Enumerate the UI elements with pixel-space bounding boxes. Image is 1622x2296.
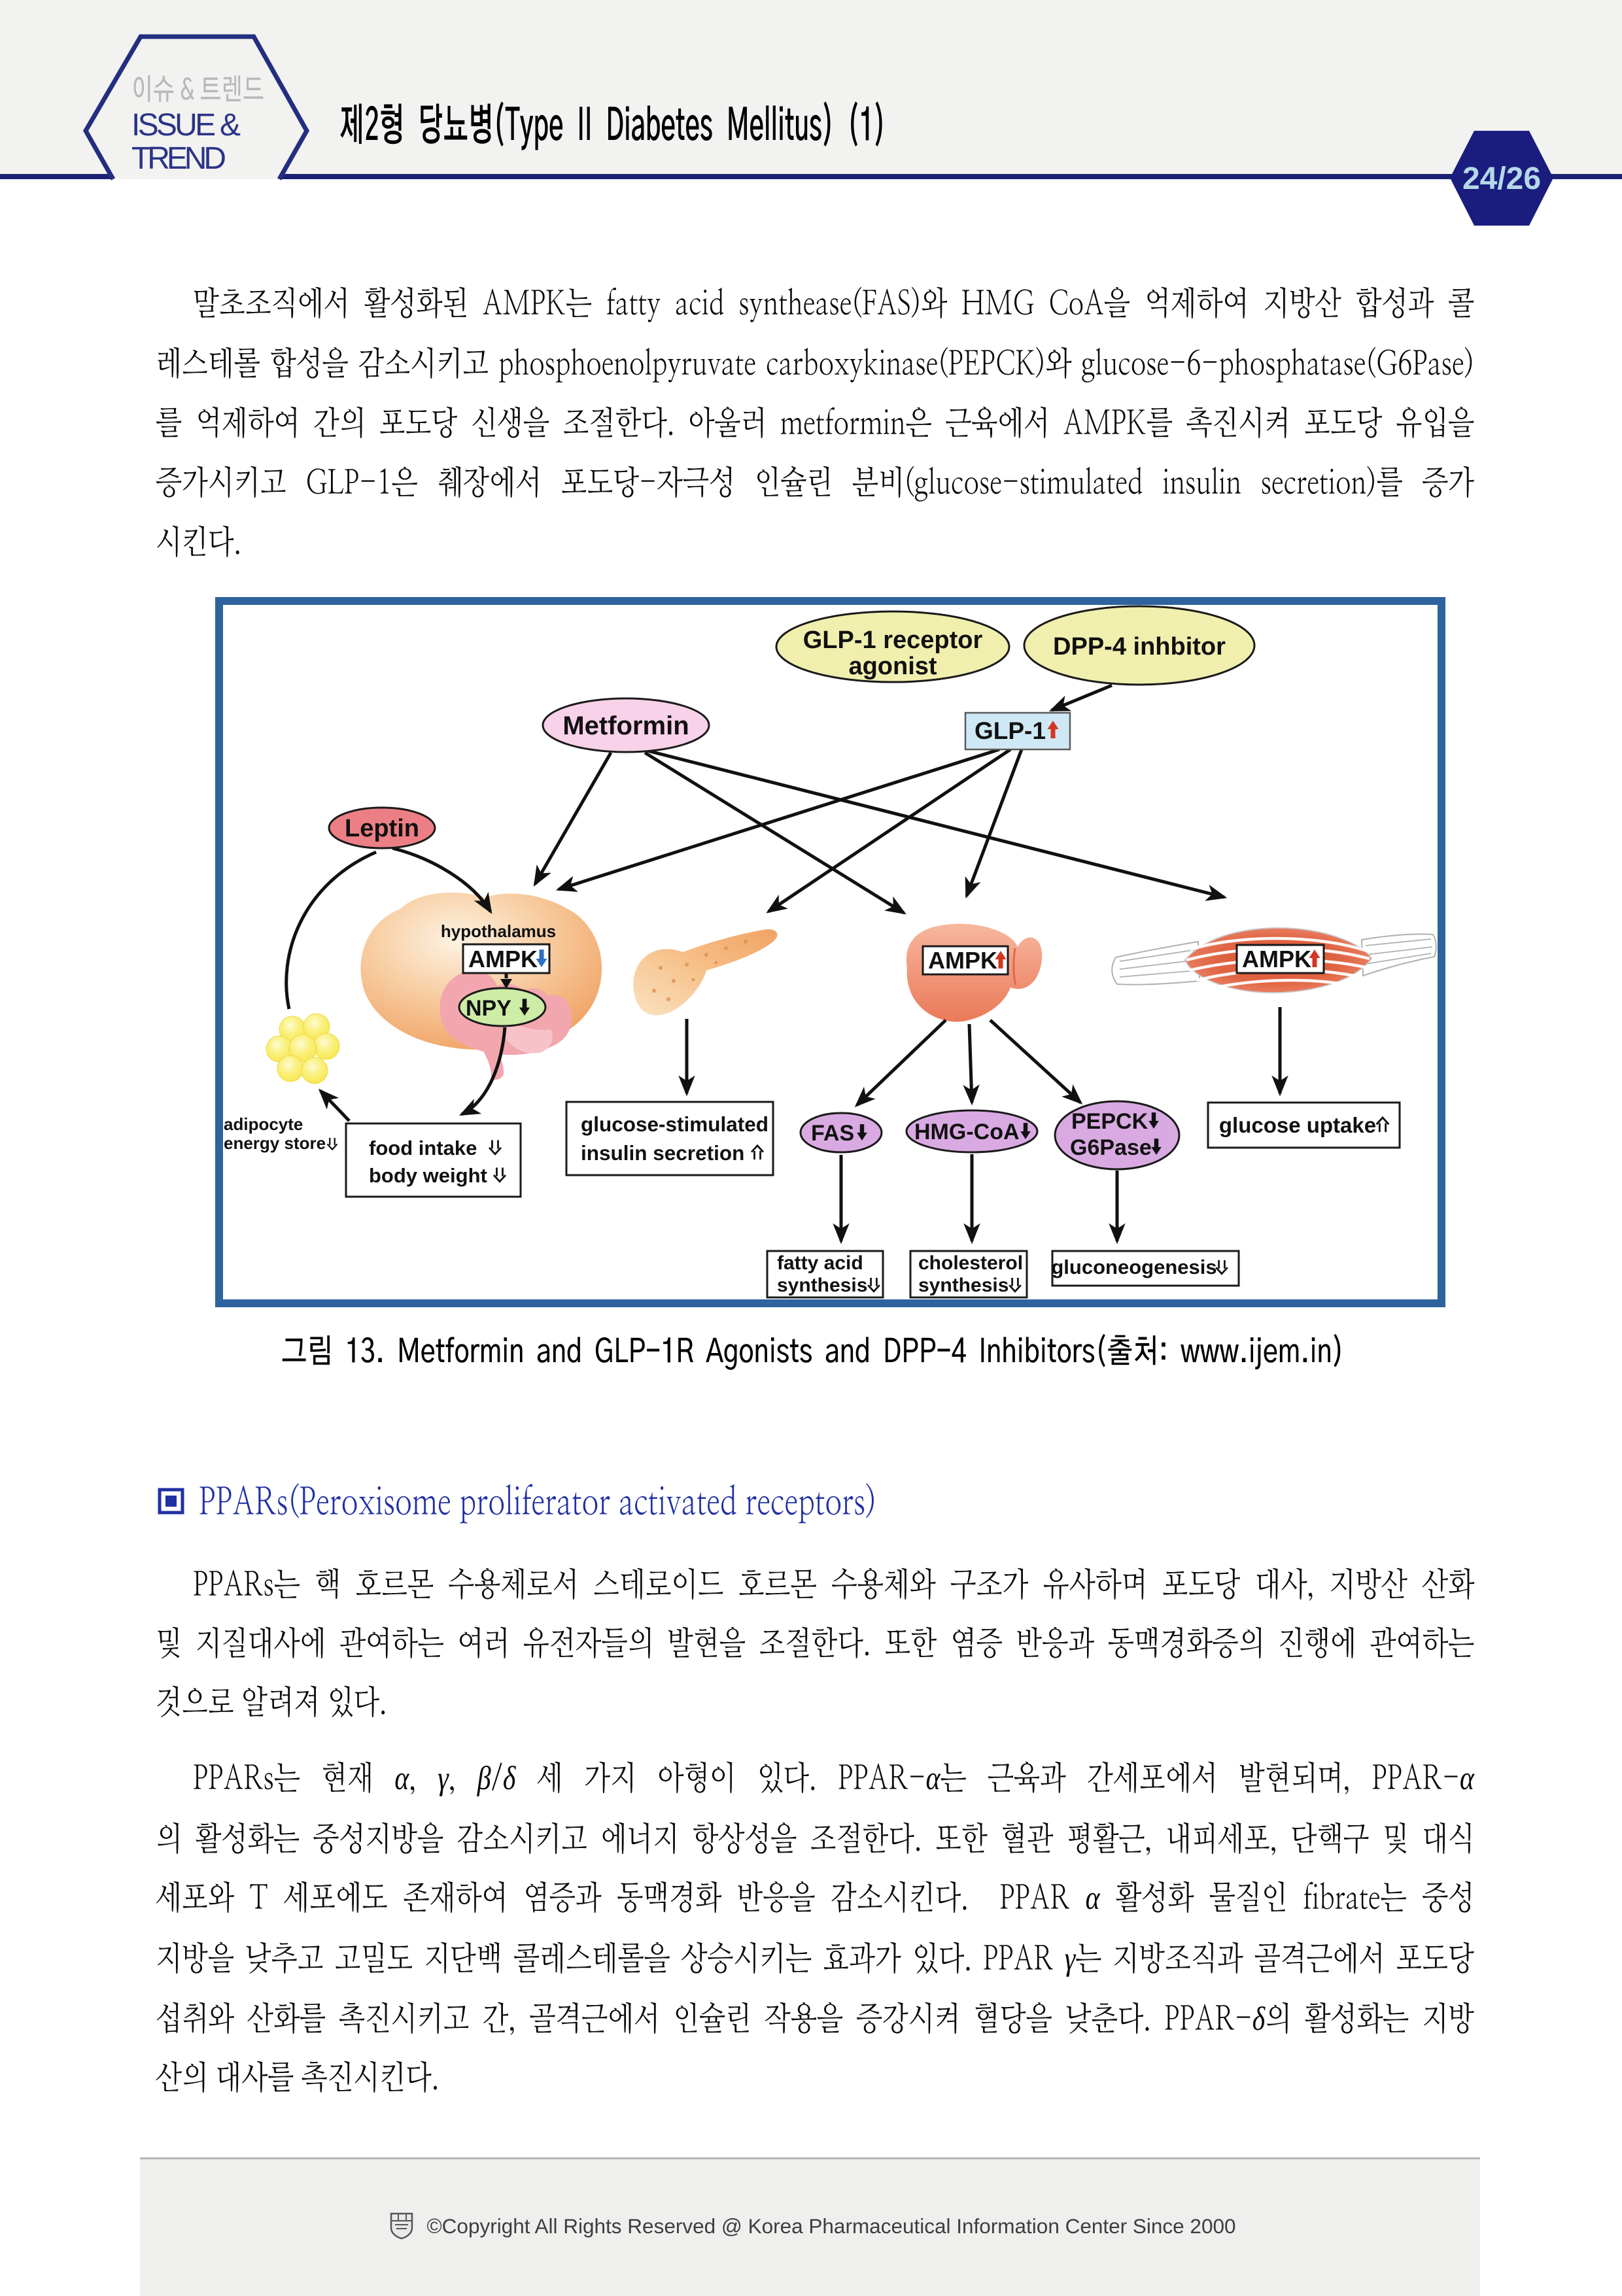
svg-text:glucose uptake: glucose uptake: [1219, 1113, 1376, 1137]
svg-text:cholesterol: cholesterol: [918, 1252, 1023, 1274]
svg-text:G6Pase: G6Pase: [1070, 1135, 1152, 1160]
svg-text:DPP-4 inhbitor: DPP-4 inhbitor: [1053, 633, 1226, 660]
svg-text:synthesis: synthesis: [777, 1275, 867, 1296]
svg-text:food intake: food intake: [369, 1137, 477, 1159]
svg-text:glucose-stimulated: glucose-stimulated: [581, 1112, 768, 1136]
svg-text:AMPK: AMPK: [468, 946, 538, 972]
svg-text:Metformin: Metformin: [562, 711, 689, 740]
svg-text:hypothalamus: hypothalamus: [441, 921, 556, 941]
svg-text:AMPK: AMPK: [928, 947, 997, 974]
svg-text:GLP-1: GLP-1: [975, 717, 1046, 744]
svg-text:TREND: TREND: [131, 141, 226, 176]
svg-text:PEPCK: PEPCK: [1071, 1109, 1148, 1134]
svg-text:Leptin: Leptin: [345, 815, 419, 842]
svg-text:GLP-1 receptor: GLP-1 receptor: [803, 626, 983, 654]
svg-text:adipocyte: adipocyte: [224, 1114, 303, 1134]
svg-text:©Copyright All Rights Reserved: ©Copyright All Rights Reserved @ Korea P…: [426, 2214, 1235, 2238]
svg-text:body weight: body weight: [369, 1164, 487, 1187]
svg-text:NPY: NPY: [466, 996, 511, 1021]
svg-text:HMG-CoA: HMG-CoA: [914, 1120, 1020, 1144]
svg-text:ISSUE &: ISSUE &: [131, 108, 241, 143]
svg-text:FAS: FAS: [811, 1121, 854, 1146]
svg-text:agonist: agonist: [848, 653, 937, 680]
svg-text:synthesis: synthesis: [918, 1275, 1009, 1296]
svg-text:AMPK: AMPK: [1242, 946, 1311, 972]
svg-text:fatty acid: fatty acid: [777, 1252, 863, 1274]
svg-text:gluconeogenesis: gluconeogenesis: [1051, 1256, 1216, 1278]
svg-text:energy store: energy store: [224, 1133, 326, 1153]
svg-text:24/26: 24/26: [1462, 162, 1541, 196]
svg-text:insulin secretion: insulin secretion: [581, 1141, 744, 1165]
